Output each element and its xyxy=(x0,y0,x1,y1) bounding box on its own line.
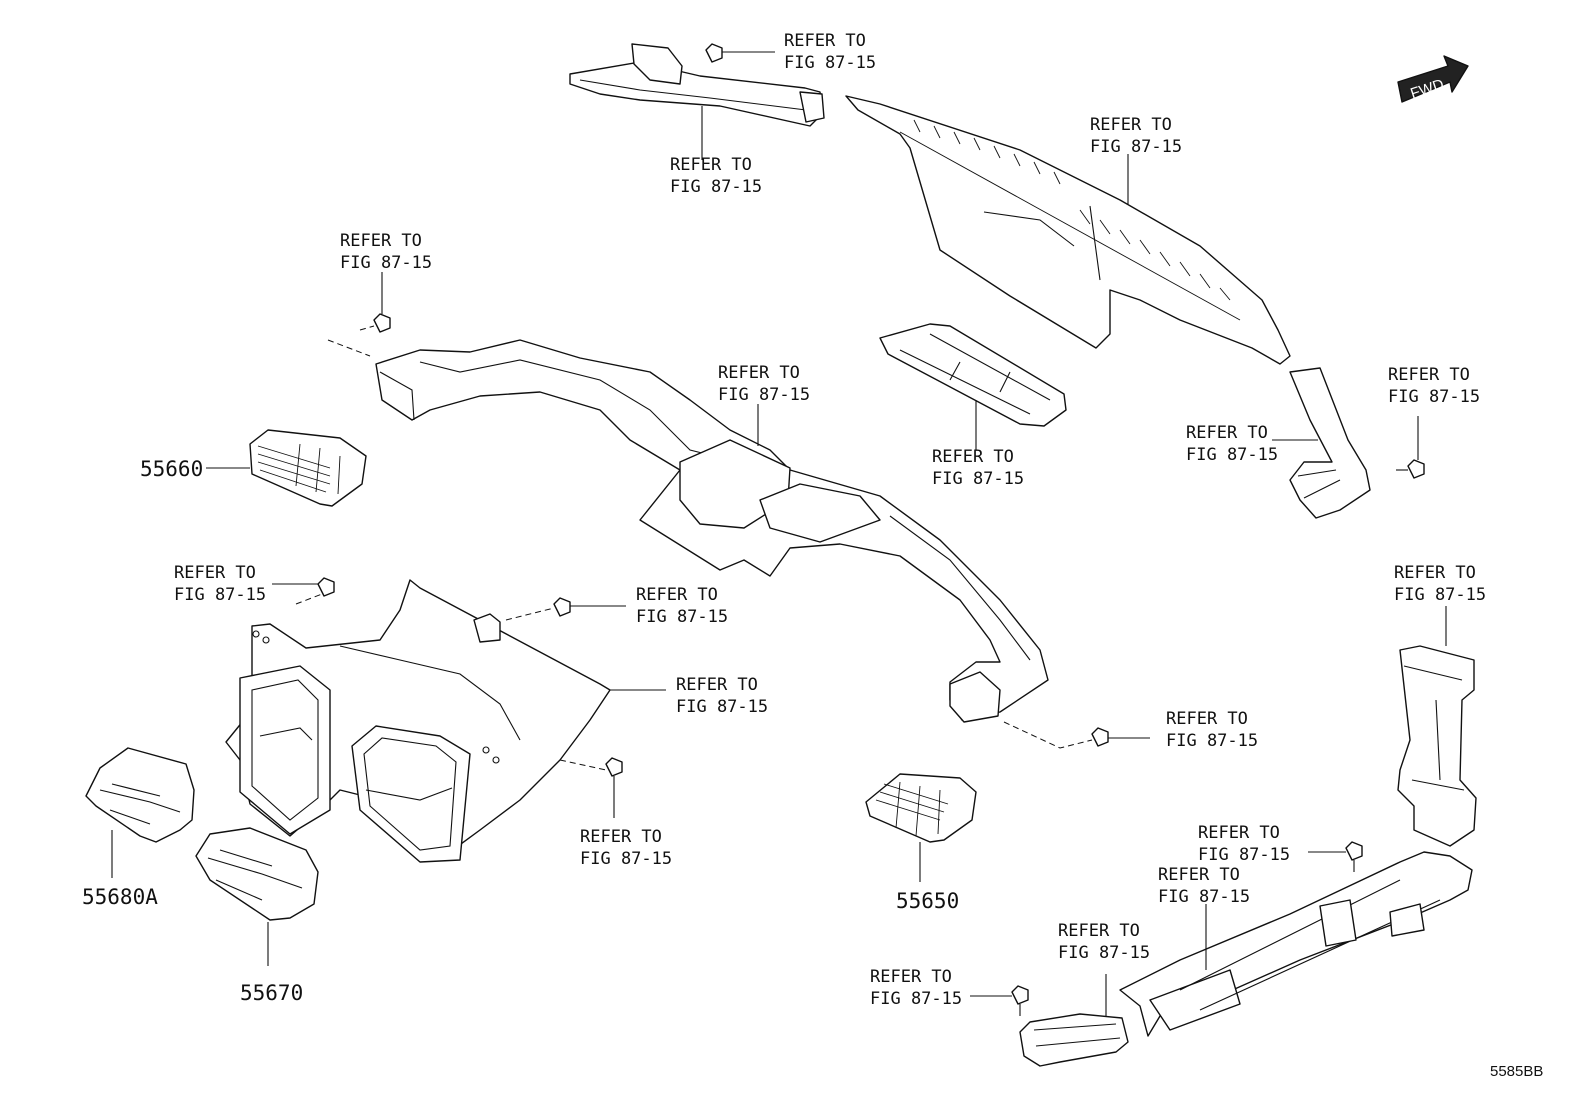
ref-label-line1: REFER TO xyxy=(1388,365,1470,385)
ref-label-line1: REFER TO xyxy=(870,967,952,987)
defroster-duct xyxy=(845,95,1291,365)
vent-55670 xyxy=(195,827,319,921)
ref-label-line1: REFER TO xyxy=(1090,115,1172,135)
screw-icon xyxy=(705,43,775,63)
part-number-55650: 55650 xyxy=(896,889,959,913)
ref-label-line2: FIG 87-15 xyxy=(1166,731,1258,751)
small-duct-bottom xyxy=(1019,1013,1129,1067)
side-duct-right xyxy=(1289,367,1371,519)
vent-55660 xyxy=(249,429,367,507)
ref-label-line1: REFER TO xyxy=(718,363,800,383)
part-number-55680a: 55680A xyxy=(82,885,158,909)
screw-icon xyxy=(327,272,391,357)
part-number-55670: 55670 xyxy=(240,981,303,1005)
ref-label-line2: FIG 87-15 xyxy=(1186,445,1278,465)
ref-label-line1: REFER TO xyxy=(932,447,1014,467)
duct-top-center xyxy=(569,43,825,127)
ref-label-line2: FIG 87-15 xyxy=(870,989,962,1009)
center-bracket xyxy=(879,323,1067,427)
ref-label-line1: REFER TO xyxy=(1394,563,1476,583)
vent-55680a xyxy=(85,747,195,843)
screw-icon xyxy=(272,577,335,605)
ref-label-line2: FIG 87-15 xyxy=(1394,585,1486,605)
part-number-55660: 55660 xyxy=(140,457,203,481)
ref-label-line1: REFER TO xyxy=(1186,423,1268,443)
diagram-code: 5585BB xyxy=(1490,1063,1543,1080)
ref-label-line2: FIG 87-15 xyxy=(1058,943,1150,963)
ref-label-line2: FIG 87-15 xyxy=(676,697,768,717)
ref-label-line1: REFER TO xyxy=(784,31,866,51)
ref-label-line2: FIG 87-15 xyxy=(718,385,810,405)
ref-label-line1: REFER TO xyxy=(174,563,256,583)
fwd-arrow-icon: FWD xyxy=(1397,55,1469,103)
ref-label-line2: FIG 87-15 xyxy=(670,177,762,197)
rear-floor-duct xyxy=(1119,851,1473,1037)
ref-label-line1: REFER TO xyxy=(580,827,662,847)
rear-duct-vertical xyxy=(1397,645,1477,847)
screw-icon xyxy=(970,985,1029,1016)
ref-label-line2: FIG 87-15 xyxy=(174,585,266,605)
ref-label-line2: FIG 87-15 xyxy=(932,469,1024,489)
ref-label-line2: FIG 87-15 xyxy=(1388,387,1480,407)
screw-icon xyxy=(505,597,626,621)
ref-label-line2: FIG 87-15 xyxy=(580,849,672,869)
ref-label-line2: FIG 87-15 xyxy=(636,607,728,627)
ref-label-line1: REFER TO xyxy=(676,675,758,695)
ref-label-line2: FIG 87-15 xyxy=(340,253,432,273)
ref-label-line1: REFER TO xyxy=(1158,865,1240,885)
screw-icon xyxy=(1396,416,1425,479)
screw-icon xyxy=(1003,721,1150,749)
ref-label-line2: FIG 87-15 xyxy=(1090,137,1182,157)
ref-label-line2: FIG 87-15 xyxy=(1158,887,1250,907)
ref-label-line2: FIG 87-15 xyxy=(1198,845,1290,865)
ref-label-line1: REFER TO xyxy=(340,231,422,251)
screw-icon xyxy=(1308,841,1363,872)
ref-label-line1: REFER TO xyxy=(1166,709,1248,729)
ref-label-line1: REFER TO xyxy=(670,155,752,175)
ref-label-line2: FIG 87-15 xyxy=(784,53,876,73)
screw-icon xyxy=(559,757,623,818)
center-lower-duct xyxy=(225,579,611,863)
vent-55650 xyxy=(865,773,977,843)
main-duct xyxy=(375,339,1049,723)
ref-label-line1: REFER TO xyxy=(1198,823,1280,843)
ref-label-line1: REFER TO xyxy=(1058,921,1140,941)
ref-label-line1: REFER TO xyxy=(636,585,718,605)
